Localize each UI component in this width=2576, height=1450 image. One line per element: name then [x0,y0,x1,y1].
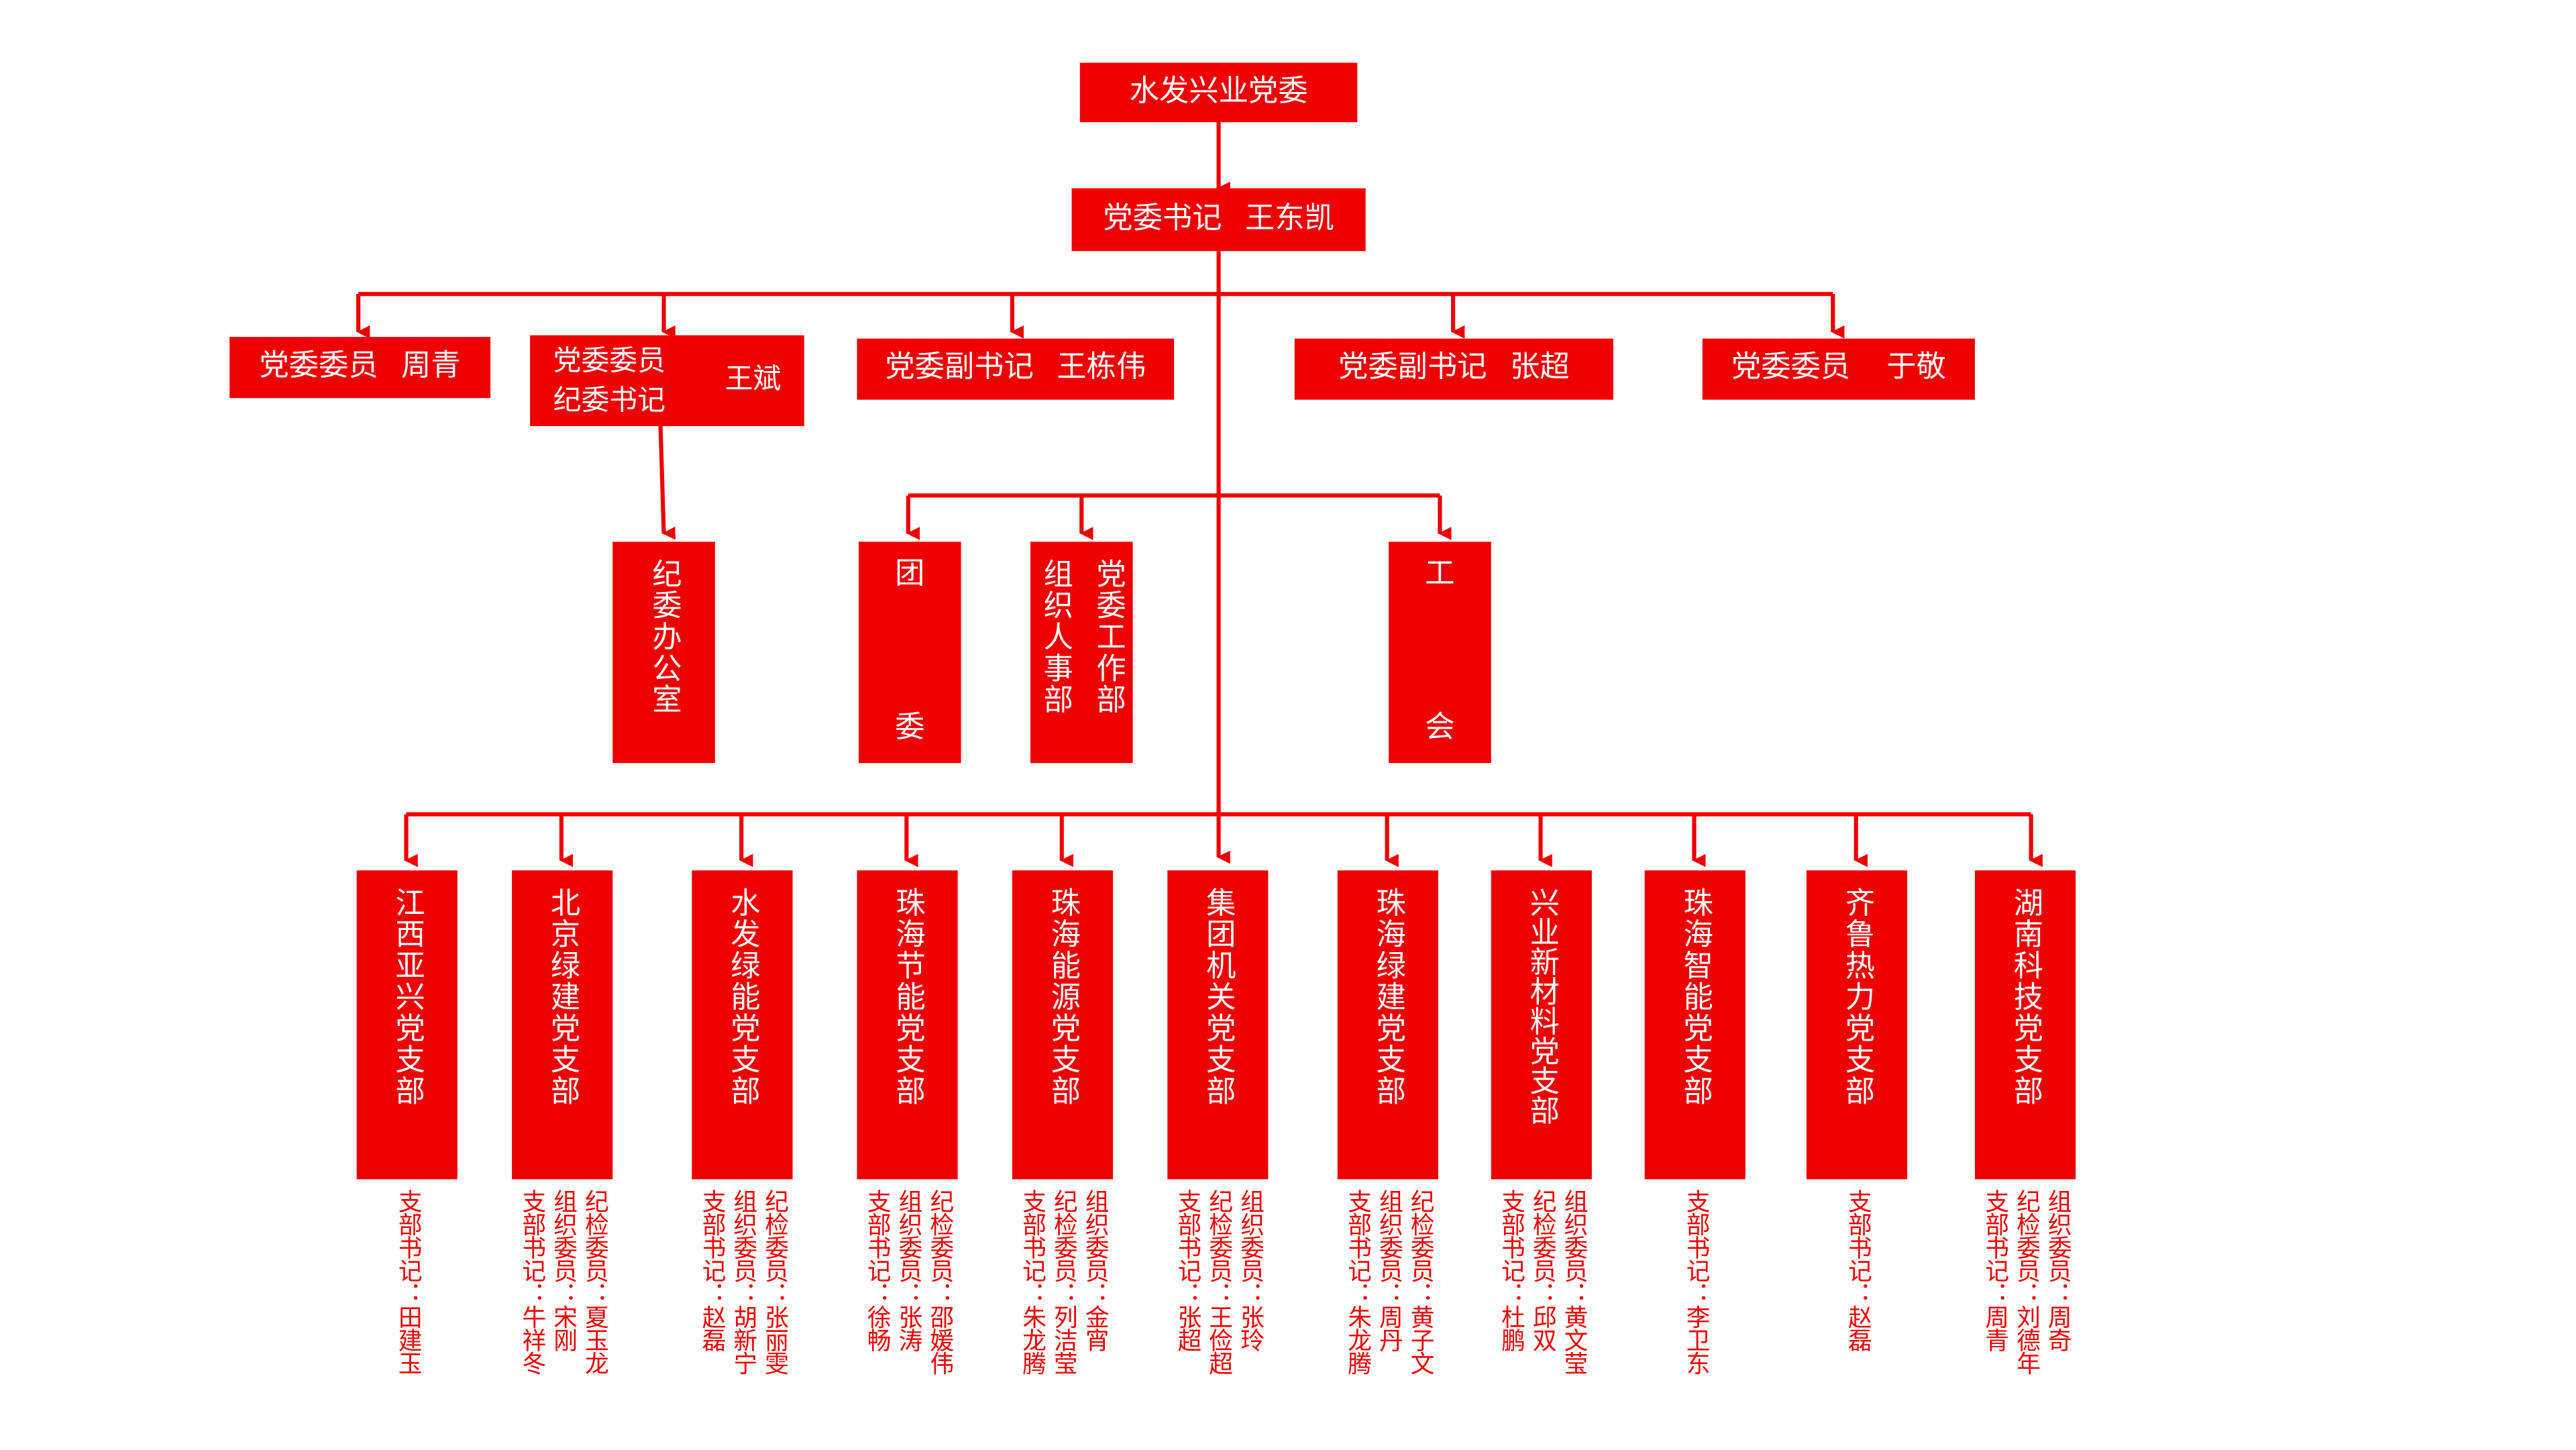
hr-department: 组织人事部 [1038,558,1073,715]
branch-7-member-2: 组织委员：周丹 [1375,1189,1402,1351]
branch-11-member-2: 纪检委员：刘德年 [2012,1189,2039,1374]
branch-11-member-3: 支部书记：周青 [1981,1189,2008,1351]
secretary-name: 王东凯 [1244,201,1334,236]
branch-7-members: 纪检委员：黄子文 组织委员：周丹 支部书记：朱龙腾 [1321,1189,1454,1437]
branch-1-members: 支部书记：田建玉 [340,1189,474,1437]
branch-6: 集团机关党支部 [1167,870,1269,1180]
branch-9-name: 珠海智能党支部 [1678,886,1713,1107]
branch-8-name: 兴业新材料党支部 [1525,886,1560,1125]
committee-member-2-name: 王斌 [724,362,782,397]
committee-member-4-name: 张超 [1510,350,1570,385]
branch-9: 珠海智能党支部 [1644,870,1746,1180]
branch-2-member-1: 纪检委员：夏玉龙 [581,1189,608,1374]
branch-2-member-2: 组织委员：宋刚 [549,1189,577,1351]
branch-9-member-1: 支部书记：李卫东 [1682,1189,1709,1374]
branch-3: 水发绿能党支部 [692,870,793,1180]
branch-11-name: 湖南科技党支部 [2008,886,2044,1107]
committee-member-2-role-line2: 纪委书记 [553,384,665,417]
secretary-role: 党委书记 [1103,201,1222,236]
branch-1-name: 江西亚兴党支部 [390,886,425,1107]
committee-member-1: 党委委员周青 [229,337,491,399]
branch-8-members: 组织委员：黄文莹 纪检委员：邱双 支部书记：杜鹏 [1474,1189,1608,1437]
branch-6-members: 组织委员：张玲 纪检委员：王俭超 支部书记：张超 [1151,1189,1285,1437]
branch-10: 齐鲁热力党支部 [1806,870,1908,1180]
branch-4: 珠海节能党支部 [857,870,958,1180]
branch-3-name: 水发绿能党支部 [725,886,761,1107]
committee-member-5-name: 于敬 [1886,350,1946,385]
committee-member-2-role-line1: 党委委员 [553,344,665,378]
labor-union-bottom: 会 [1425,711,1455,745]
branch-11-member-1: 组织委员：周奇 [2044,1189,2071,1351]
branch-5-member-1: 组织委员：金宵 [1081,1189,1108,1351]
branch-3-member-3: 支部书记：赵磊 [698,1189,725,1351]
branch-5-name: 珠海能源党支部 [1046,886,1081,1107]
branch-8-member-3: 支部书记：杜鹏 [1497,1189,1524,1351]
committee-member-5: 党委委员于敬 [1702,338,1975,400]
party-committee-title: 水发兴业党委 [1079,62,1358,123]
committee-member-2: 党委委员 纪委书记 王斌 [530,335,804,427]
committee-member-5-role: 党委委员 [1731,350,1851,385]
branch-6-member-2: 纪检委员：王俭超 [1205,1189,1232,1374]
branch-7-member-3: 支部书记：朱龙腾 [1344,1189,1371,1374]
branch-4-member-1: 纪检委员：邵媛伟 [926,1189,953,1374]
branch-5: 珠海能源党支部 [1012,870,1114,1180]
branch-1: 江西亚兴党支部 [356,870,458,1180]
youth-league-bottom: 委 [895,711,925,745]
branch-3-member-1: 纪检委员：张丽雯 [761,1189,788,1374]
committee-member-4: 党委副书记张超 [1294,338,1613,400]
discipline-office: 纪委办公室 [612,541,715,764]
branch-11-members: 组织委员：周奇 纪检委员：刘德年 支部书记：周青 [1958,1189,2092,1437]
branch-2-name: 北京绿建党支部 [545,886,581,1107]
branch-9-members: 支部书记：李卫东 [1628,1189,1762,1437]
branch-3-members: 纪检委员：张丽雯 组织委员：胡新宁 支部书记：赵磊 [676,1189,809,1437]
branch-4-member-3: 支部书记：徐畅 [863,1189,890,1351]
branch-11: 湖南科技党支部 [1974,870,2076,1180]
branch-6-name: 集团机关党支部 [1201,886,1236,1107]
committee-member-4-role: 党委副书记 [1338,350,1487,385]
branch-10-name: 齐鲁热力党支部 [1840,886,1876,1107]
branch-8-member-2: 纪检委员：邱双 [1529,1189,1556,1351]
youth-league-committee: 团 委 [858,541,961,764]
labor-union-top: 工 [1425,556,1455,592]
branch-10-members: 支部书记：赵磊 [1790,1189,1923,1437]
branch-7-member-1: 纪检委员：黄子文 [1407,1189,1434,1374]
party-work-department: 党委工作部 [1091,558,1126,715]
branch-6-member-3: 支部书记：张超 [1174,1189,1201,1351]
branch-7-name: 珠海绿建党支部 [1371,886,1406,1107]
branch-10-member-1: 支部书记：赵磊 [1844,1189,1871,1351]
branch-3-member-2: 组织委员：胡新宁 [729,1189,757,1374]
discipline-office-text: 纪委办公室 [647,558,682,715]
org-department: 党委工作部 组织人事部 [1030,541,1133,764]
branch-2-member-3: 支部书记：牛祥冬 [518,1189,545,1374]
branch-4-member-2: 组织委员：张涛 [895,1189,922,1351]
committee-member-1-name: 周青 [401,348,461,384]
branch-4-name: 珠海节能党支部 [890,886,926,1107]
party-committee-title-text: 水发兴业党委 [1129,73,1308,109]
branch-5-member-2: 纪检委员：列洁莹 [1050,1189,1077,1374]
branch-7: 珠海绿建党支部 [1337,870,1438,1180]
branch-8: 兴业新材料党支部 [1491,870,1592,1180]
committee-member-3-role: 党委副书记 [885,350,1034,385]
committee-member-3-name: 王栋伟 [1057,350,1146,385]
branch-5-member-3: 支部书记：朱龙腾 [1018,1189,1046,1374]
committee-member-3: 党委副书记王栋伟 [857,338,1175,400]
secretary-box: 党委书记王东凯 [1071,188,1366,252]
branch-6-member-1: 组织委员：张玲 [1236,1189,1264,1351]
committee-member-1-role: 党委委员 [259,348,378,384]
labor-union: 工 会 [1389,541,1491,764]
branch-5-members: 组织委员：金宵 纪检委员：列洁莹 支部书记：朱龙腾 [996,1189,1129,1437]
branch-8-member-1: 组织委员：黄文莹 [1560,1189,1587,1374]
branch-4-members: 纪检委员：邵媛伟 组织委员：张涛 支部书记：徐畅 [841,1189,974,1437]
branch-2-members: 纪检委员：夏玉龙 组织委员：宋刚 支部书记：牛祥冬 [495,1189,629,1437]
youth-league-top: 团 [895,556,925,592]
branch-1-member-1: 支部书记：田建玉 [394,1189,421,1374]
branch-2: 北京绿建党支部 [512,870,613,1180]
